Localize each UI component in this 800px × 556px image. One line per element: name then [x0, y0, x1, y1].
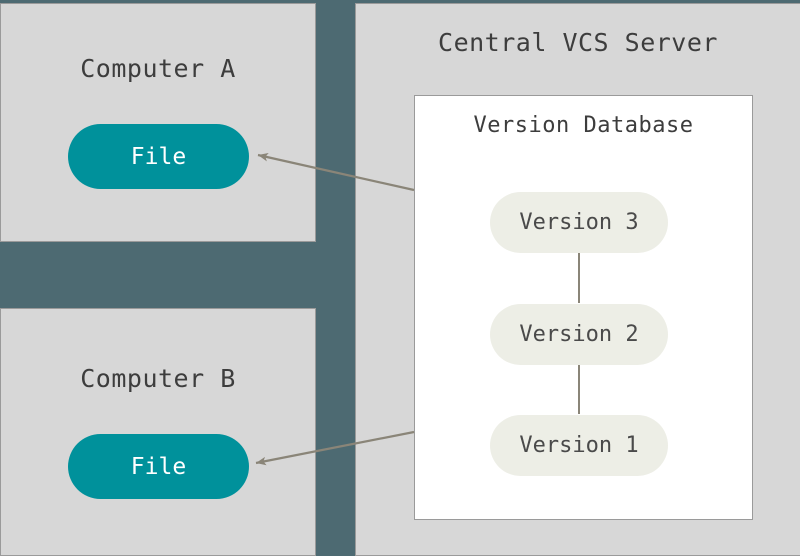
computer-b-file-node[interactable]: File	[68, 434, 249, 499]
server-title: Central VCS Server	[438, 28, 718, 57]
version-3-label: Version 3	[519, 210, 639, 235]
version-1-node[interactable]: Version 1	[490, 415, 668, 476]
version-2-node[interactable]: Version 2	[490, 304, 668, 365]
version-2-label: Version 2	[519, 322, 639, 347]
computer-b-file-label: File	[130, 453, 187, 480]
version-database-title: Version Database	[473, 113, 694, 138]
computer-b-panel	[0, 308, 316, 556]
computer-a-panel	[0, 3, 316, 242]
computer-a-file-node[interactable]: File	[68, 124, 249, 189]
computer-a-title: Computer A	[80, 54, 236, 83]
computer-b-title: Computer B	[80, 364, 236, 393]
version-3-node[interactable]: Version 3	[490, 192, 668, 253]
computer-a-file-label: File	[130, 143, 187, 170]
version-1-label: Version 1	[519, 433, 639, 458]
